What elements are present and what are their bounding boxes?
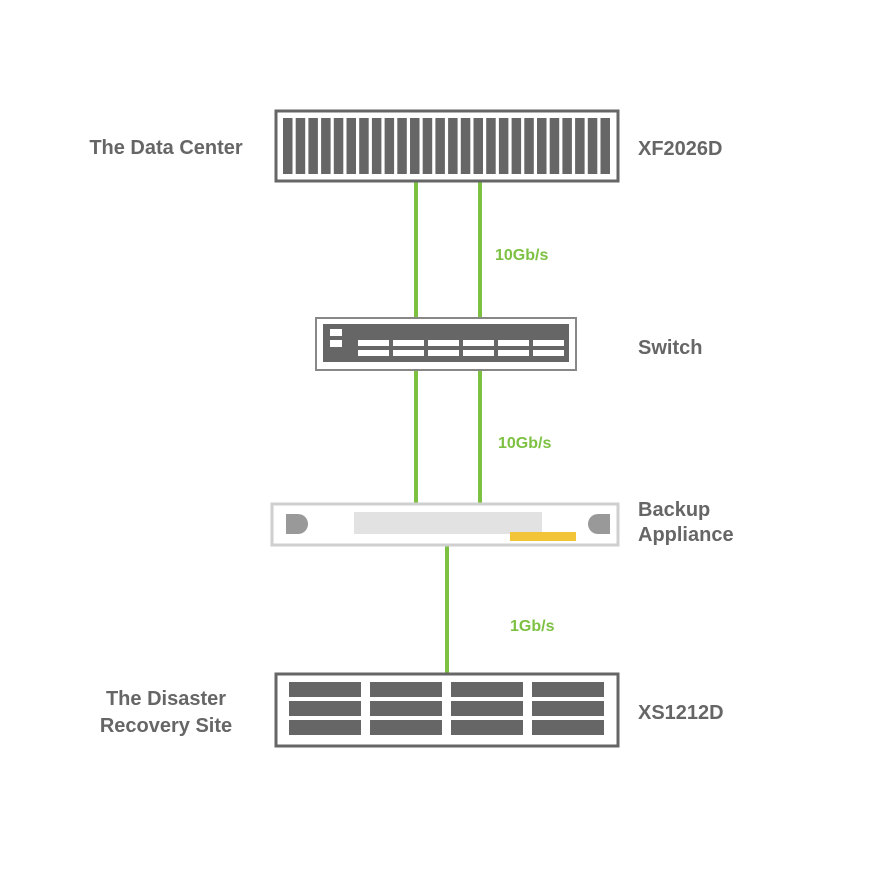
drive-slot: [498, 118, 509, 174]
drive-slot: [600, 118, 610, 174]
dr-site-label-line1: The Disaster: [106, 688, 226, 710]
drive-slot: [562, 118, 572, 174]
drive-bay: [370, 701, 442, 716]
drive-slot: [435, 118, 445, 174]
drive-bay: [532, 720, 604, 735]
drive-bay: [532, 682, 604, 697]
drive-bay: [451, 720, 523, 735]
link-switch-to-appliance: [414, 370, 482, 504]
drive-slot: [511, 118, 522, 174]
switch-port: [358, 350, 389, 356]
drive-slot: [410, 118, 420, 174]
switch-port: [533, 340, 564, 346]
switch-port: [393, 340, 424, 346]
drive-slot: [359, 118, 369, 174]
drive-slot: [422, 118, 433, 174]
drive-bay: [289, 720, 361, 735]
drive-bay: [451, 701, 523, 716]
dr-site-storage-icon: [274, 672, 620, 748]
drive-slot: [346, 118, 356, 174]
dr-site-label-line2: Recovery Site: [100, 715, 232, 737]
drive-slot: [384, 118, 395, 174]
switch-port: [498, 350, 529, 356]
switch-port: [498, 340, 529, 346]
drive-bay: [370, 720, 442, 735]
drive-bay: [289, 682, 361, 697]
data-center-label: The Data Center: [89, 137, 243, 159]
data-center-storage-icon: [274, 109, 620, 183]
drive-slot: [448, 118, 458, 174]
backup-appliance-label-line2: Appliance: [638, 524, 734, 546]
drive-bay: [289, 701, 361, 716]
drive-slot: [549, 118, 560, 174]
drive-slot: [460, 118, 471, 174]
drive-slot: [308, 118, 318, 174]
switch-port: [428, 340, 459, 346]
switch-port: [533, 350, 564, 356]
drive-slot: [283, 118, 293, 174]
link-dc-switch-speed: 10Gb/s: [495, 247, 548, 264]
link-switch-appliance-speed: 10Gb/s: [498, 435, 551, 452]
switch-port: [463, 350, 494, 356]
link-appliance-dr-speed: 1Gb/s: [510, 618, 555, 635]
data-center-model-label: XF2026D: [638, 138, 723, 160]
drive-slot: [537, 118, 547, 174]
drive-bay: [532, 701, 604, 716]
appliance-indicator: [510, 532, 576, 541]
switch-port: [393, 350, 424, 356]
drive-bay: [370, 682, 442, 697]
link-dc-to-switch: [414, 182, 482, 318]
switch-label: Switch: [638, 337, 702, 359]
drive-slot: [575, 118, 585, 174]
drive-slot: [397, 118, 407, 174]
backup-appliance-label-line1: Backup: [638, 499, 710, 521]
switch-port: [463, 340, 494, 346]
network-switch-icon: [315, 317, 577, 371]
drive-slot: [486, 118, 496, 174]
drive-slot: [333, 118, 344, 174]
drive-slot: [295, 118, 306, 174]
drive-slot: [473, 118, 483, 174]
drive-bay: [451, 682, 523, 697]
backup-appliance-icon: [270, 502, 620, 547]
drive-slot: [321, 118, 331, 174]
drive-slot: [524, 118, 534, 174]
drive-slot: [371, 118, 382, 174]
dr-site-model-label: XS1212D: [638, 702, 724, 724]
drive-slot: [587, 118, 598, 174]
switch-port: [358, 340, 389, 346]
switch-port: [428, 350, 459, 356]
